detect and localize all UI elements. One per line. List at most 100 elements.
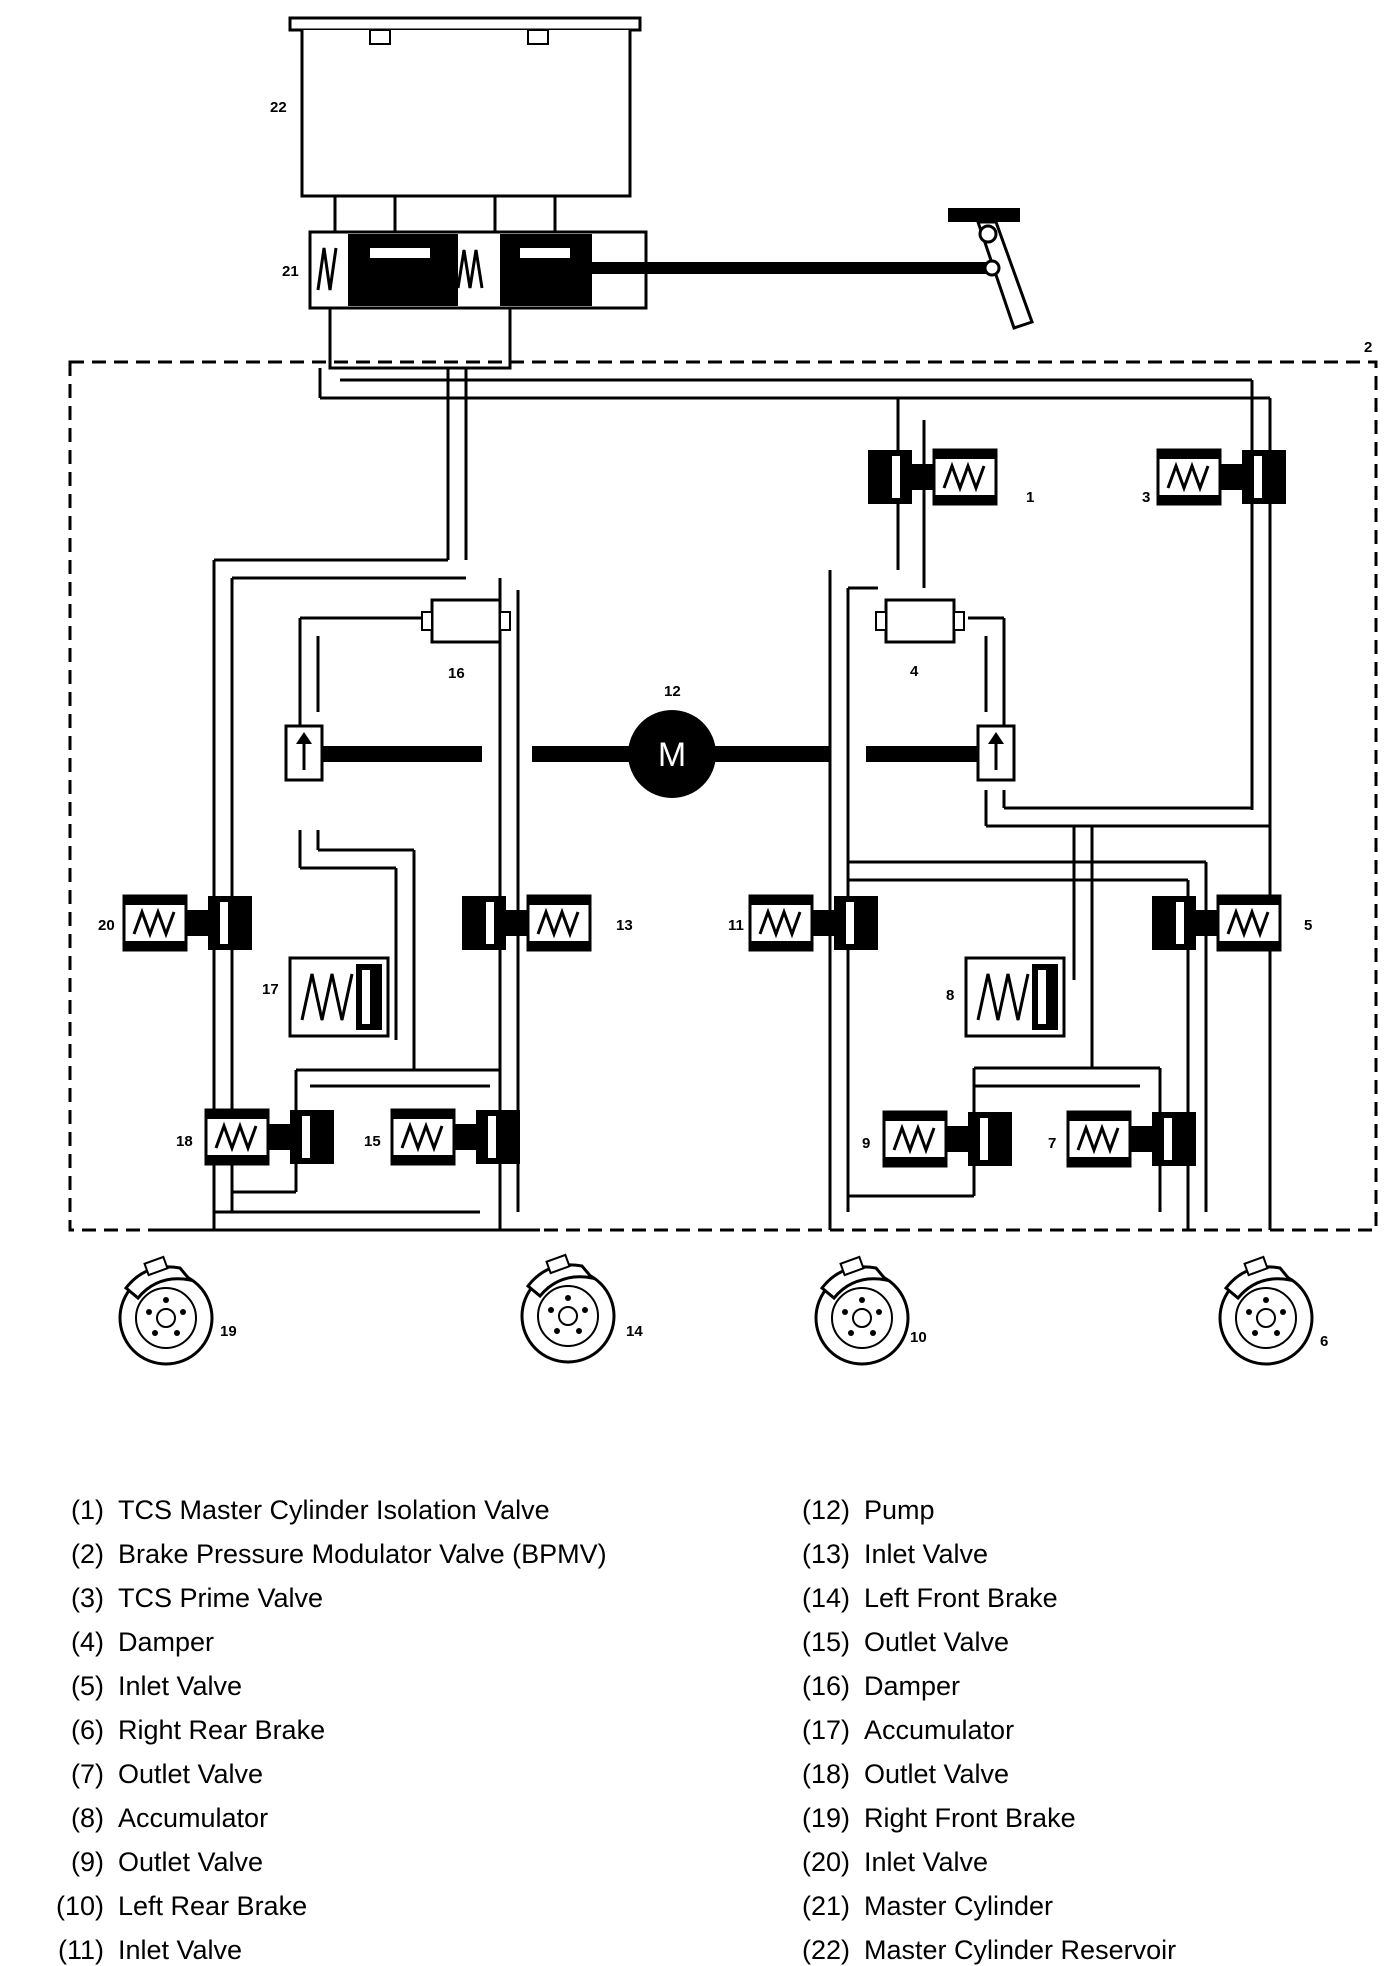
legend-number: (20) [801, 1847, 850, 1877]
legend-item: (13) Inlet Valve [786, 1532, 1176, 1576]
legend-label: Outlet Valve [864, 1627, 1010, 1657]
pump-piston-right [976, 724, 1016, 782]
callout-13: 13 [616, 917, 633, 934]
legend-number: (11) [57, 1935, 104, 1965]
legend-item: (20) Inlet Valve [786, 1840, 1176, 1884]
legend-item: (5) Inlet Valve [40, 1664, 607, 1708]
legend-item: (22)Master Cylinder Reservoir [786, 1928, 1176, 1966]
valve-11-inlet [748, 894, 880, 952]
legend-item: (4)Damper [40, 1620, 607, 1664]
legend-label: Inlet Valve [864, 1847, 989, 1877]
legend-label: Inlet Valve [864, 1539, 989, 1569]
callout-6: 6 [1320, 1333, 1328, 1350]
legend-label: TCS Prime Valve [118, 1583, 324, 1613]
brake-disc-10-left-rear [814, 1255, 910, 1366]
callout-21: 21 [282, 263, 299, 280]
legend-label: Brake Pressure Modulator Valve (BPMV) [118, 1539, 607, 1569]
brake-disc-19-right-front [118, 1255, 214, 1366]
legend-label: Right Front Brake [864, 1803, 1076, 1833]
brake-pedal-assembly [592, 208, 1034, 330]
legend-label: Outlet Valve [118, 1847, 264, 1877]
legend-number: (21) [801, 1891, 850, 1921]
callout-19: 19 [220, 1323, 237, 1340]
callout-18: 18 [176, 1133, 193, 1150]
callout-15: 15 [364, 1133, 381, 1150]
legend-number: (16) [801, 1671, 850, 1701]
legend-number: (10) [55, 1891, 104, 1921]
valve-15-outlet [390, 1108, 522, 1166]
callout-1: 1 [1026, 489, 1034, 506]
legend-left-column: (1) TCS Master Cylinder Isolation Valve (… [40, 1488, 607, 1966]
legend-number: (4) [71, 1627, 104, 1657]
legend-label: TCS Master Cylinder Isolation Valve [118, 1495, 550, 1525]
legend-number: (5) [71, 1671, 104, 1701]
valve-3-prime [1156, 448, 1288, 506]
damper-4 [874, 598, 966, 644]
valve-13-inlet [460, 894, 592, 952]
legend-number: (2) [71, 1539, 104, 1569]
hydraulic-lines [148, 368, 1272, 1232]
callout-10: 10 [910, 1329, 927, 1346]
legend-number: (14) [801, 1583, 850, 1613]
legend-label: Accumulator [864, 1715, 1015, 1745]
callout-7: 7 [1048, 1135, 1056, 1152]
pump-piston-left [284, 724, 324, 782]
callout-22: 22 [270, 99, 287, 116]
legend-number: (1) [71, 1495, 104, 1525]
legend-label: Master Cylinder [864, 1891, 1054, 1921]
legend-number: (6) [71, 1715, 104, 1745]
valve-1-isolation [866, 448, 998, 506]
legend-label: Master Cylinder Reservoir [864, 1935, 1177, 1965]
legend-label: Pump [864, 1495, 935, 1525]
legend-number: (9) [71, 1847, 104, 1877]
legend-item: (1) TCS Master Cylinder Isolation Valve [40, 1488, 607, 1532]
legend-label: Left Front Brake [864, 1583, 1058, 1613]
legend-item: (11) Inlet Valve [40, 1928, 607, 1966]
legend-label: Outlet Valve [864, 1759, 1010, 1789]
callout-4: 4 [910, 663, 919, 680]
damper-16 [420, 598, 512, 644]
callout-17: 17 [262, 981, 279, 998]
callout-3: 3 [1142, 489, 1150, 506]
legend-item: (19)Right Front Brake [786, 1796, 1176, 1840]
legend-label: Right Rear Brake [118, 1715, 326, 1745]
valve-5-inlet [1150, 894, 1282, 952]
legend-item: (10)Left Rear Brake [40, 1884, 607, 1928]
hydraulic-schematic: M 22 21 2 1 3 16 4 12 20 13 11 5 17 8 18… [68, 16, 1378, 1366]
valve-18-outlet [204, 1108, 336, 1166]
callout-20: 20 [98, 917, 115, 934]
legend-item: (18) Outlet Valve [786, 1752, 1176, 1796]
valve-20-inlet [122, 894, 254, 952]
legend-number: (12) [801, 1495, 850, 1525]
legend-number: (3) [71, 1583, 104, 1613]
legend-label: Inlet Valve [118, 1671, 243, 1701]
callout-9: 9 [862, 1135, 870, 1152]
legend-number: (15) [801, 1627, 850, 1657]
legend-item: (8)Accumulator [40, 1796, 607, 1840]
pump-motor: M [322, 710, 978, 798]
legend-item: (14) Left Front Brake [786, 1576, 1176, 1620]
legend-item: (12) Pump [786, 1488, 1176, 1532]
callout-16: 16 [448, 665, 465, 682]
callout-2: 2 [1364, 339, 1372, 356]
legend-item: (16) Damper [786, 1664, 1176, 1708]
legend-number: (17) [801, 1715, 850, 1745]
legend-number: (7) [71, 1759, 104, 1789]
valve-9-outlet [882, 1110, 1014, 1168]
legend-number: (18) [801, 1759, 850, 1789]
bpmv-boundary [68, 360, 1378, 1232]
legend-item: (7)Outlet Valve [40, 1752, 607, 1796]
callouts: 22 21 2 1 3 16 4 12 20 13 11 5 17 8 18 1… [98, 99, 1372, 1350]
legend-item: (21) Master Cylinder [786, 1884, 1176, 1928]
legend-label: Inlet Valve [118, 1935, 243, 1965]
legend-right-column: (12) Pump (13) Inlet Valve (14) Left Front … [786, 1488, 1176, 1966]
motor-symbol: M [658, 736, 686, 774]
master-cylinder-reservoir [288, 16, 642, 240]
legend-label: Damper [864, 1671, 961, 1701]
brake-disc-14-left-front [520, 1253, 616, 1364]
legend-label: Accumulator [118, 1803, 269, 1833]
legend-item: (6) Right Rear Brake [40, 1708, 607, 1752]
legend-number: (13) [801, 1539, 850, 1569]
callout-11: 11 [728, 917, 744, 934]
